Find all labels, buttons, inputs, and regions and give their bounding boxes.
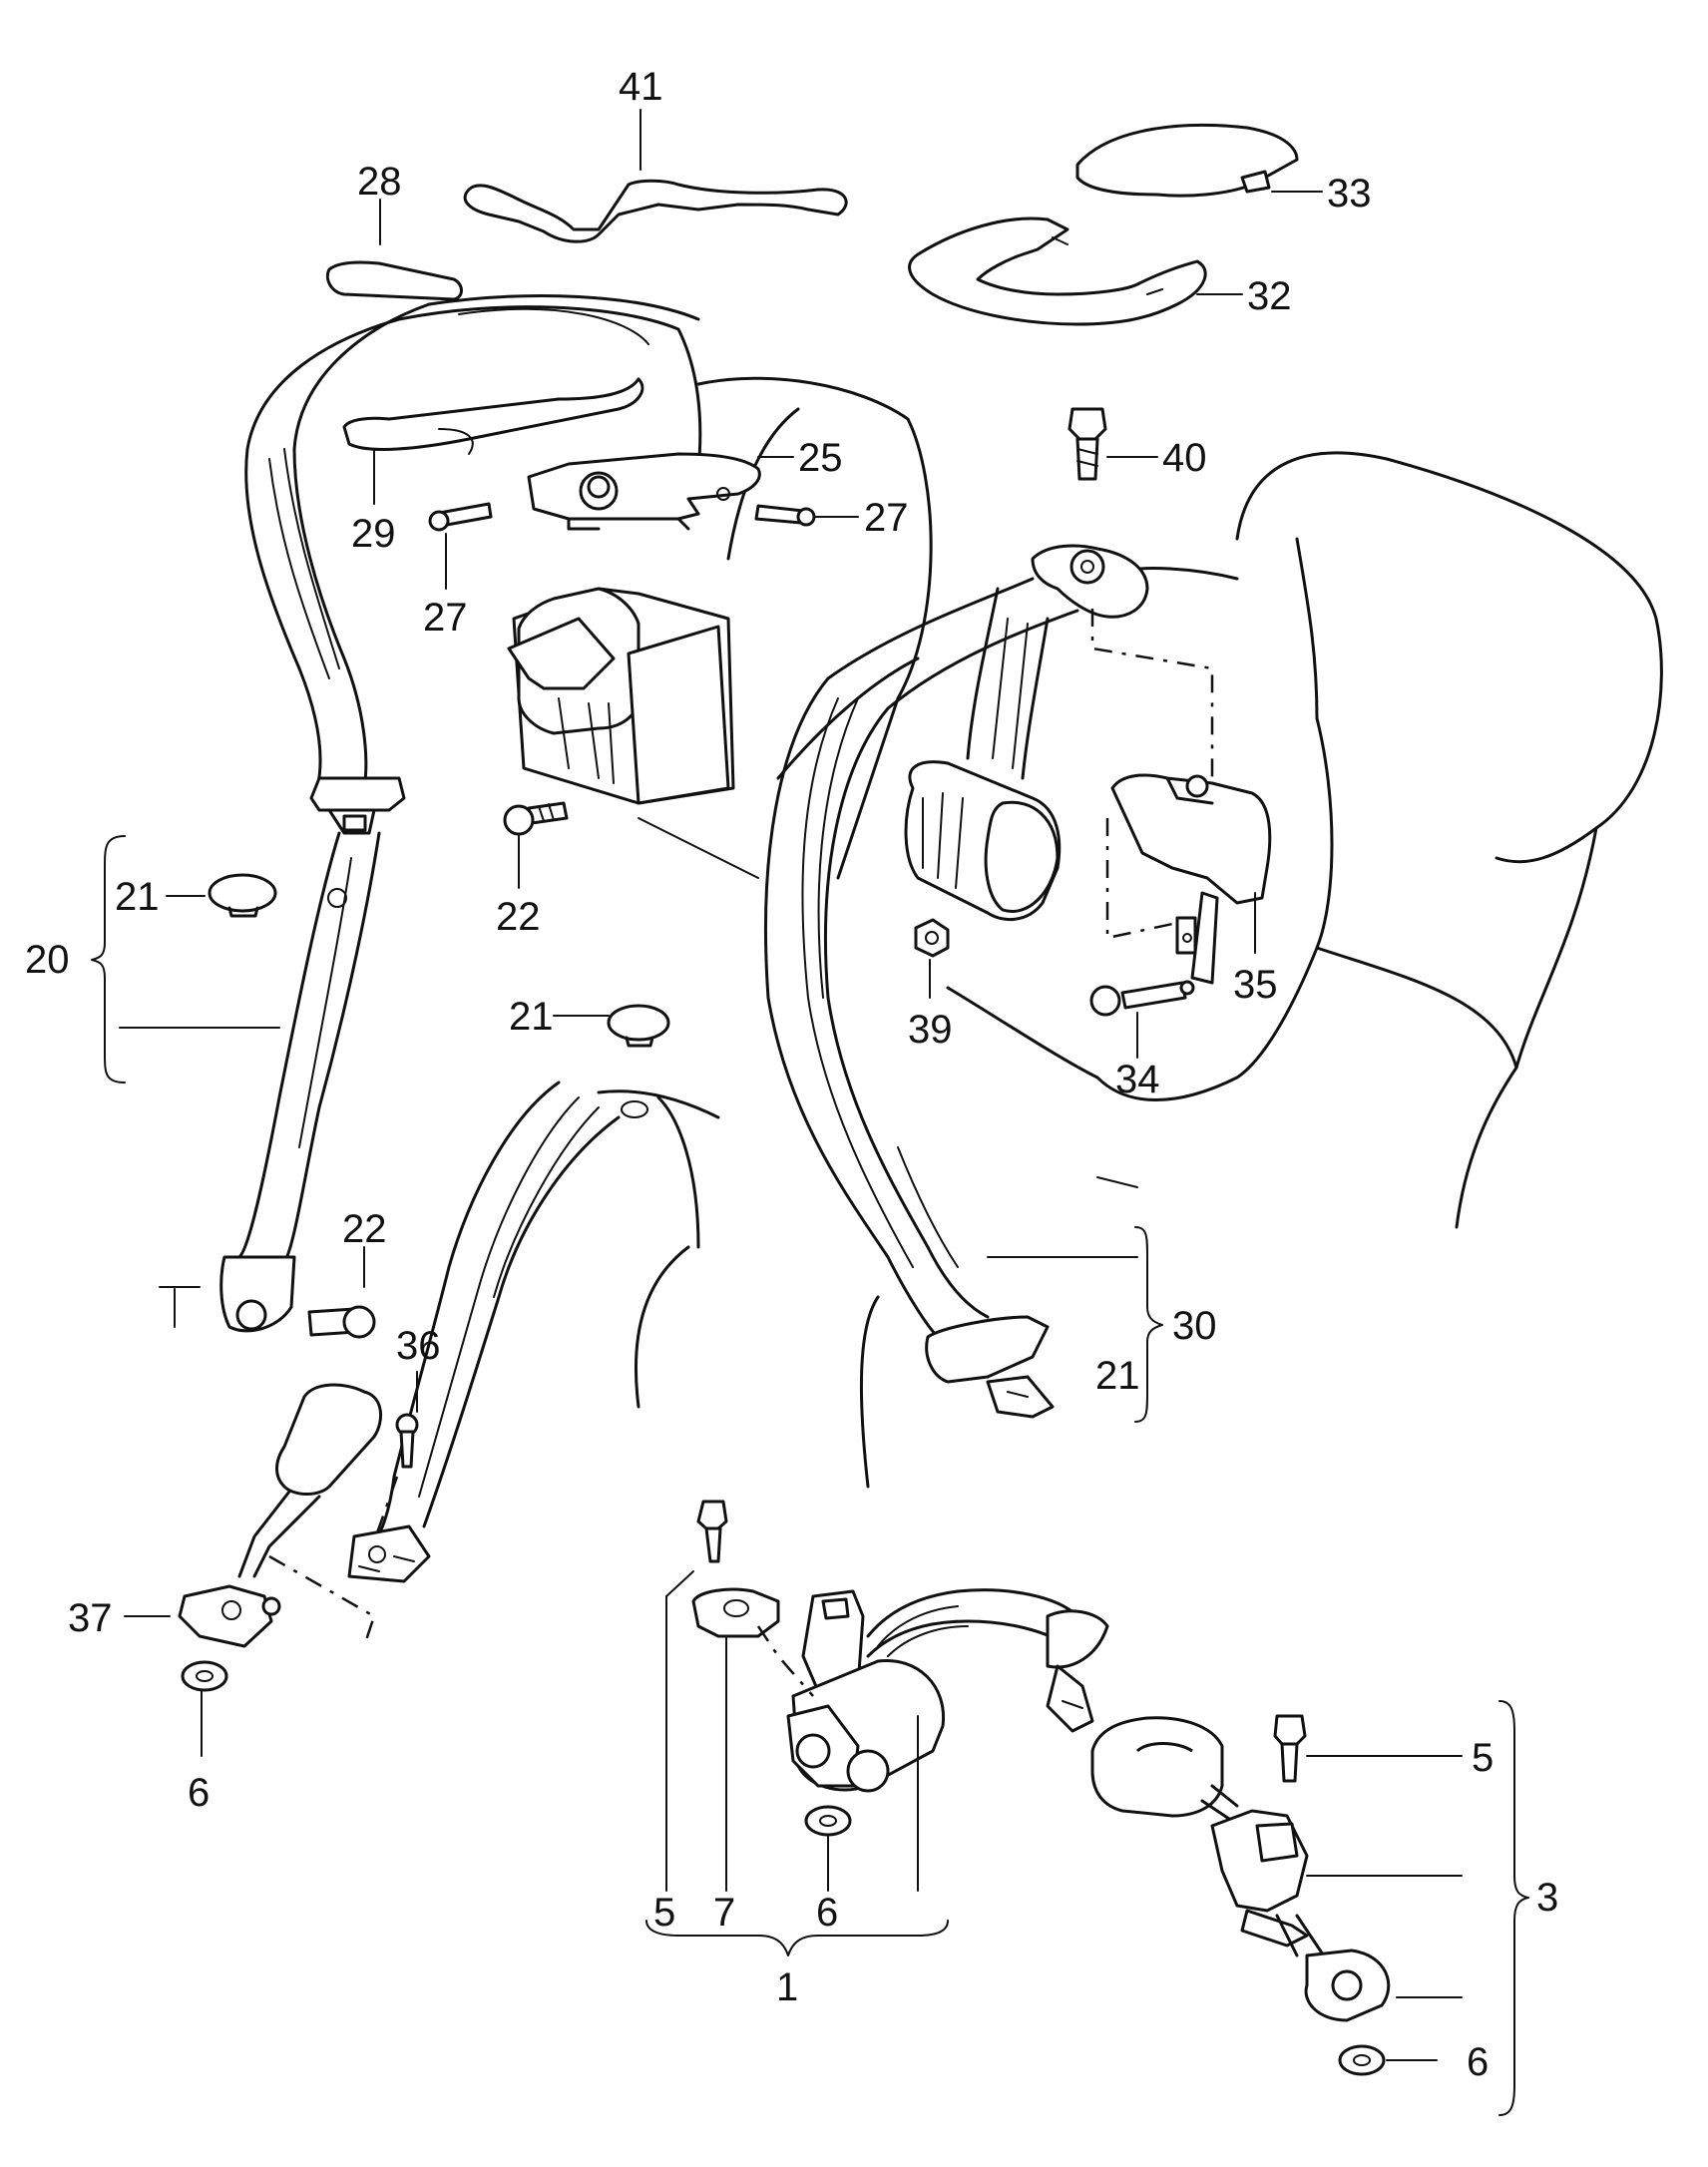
part-3-right-buckle [1090,1714,1391,2076]
part-37-buckle-left [178,1383,383,1692]
part-40-bolt [1068,407,1107,481]
left-rear-belt-webbing [159,294,702,1333]
callout-5-right: 5 [1472,1736,1494,1780]
callout-6-left: 6 [188,1771,210,1815]
guide-line-35 [1090,609,1214,783]
callout-22-lower: 22 [342,1207,387,1251]
rear-seat-backrest-right [635,567,1598,1489]
callout-21-centre: 21 [509,995,554,1039]
callout-37: 37 [68,1596,113,1640]
callout-36: 36 [396,1324,441,1368]
callout-27-left: 27 [423,596,468,640]
part-41-wire-harness [463,179,848,243]
part-28-cover-strip [325,260,463,301]
part-39-nut [914,918,950,958]
brace-3 [1498,1700,1529,2116]
part-22-bolt-upper [503,801,569,836]
headrest-right [1235,451,1663,864]
callout-22-upper: 22 [496,895,541,939]
callout-5-centre: 5 [653,1891,675,1935]
callout-35: 35 [1233,963,1278,1007]
part-34-bolt [1089,980,1195,1017]
callout-labels: 41 28 33 32 25 29 27 27 40 21 22 20 21 3… [25,65,1558,2084]
callout-6-right: 6 [1467,2040,1489,2084]
callout-33: 33 [1327,172,1372,216]
callout-3: 3 [1536,1876,1558,1920]
callout-41: 41 [619,65,663,109]
part-35-height-adjuster [1110,773,1272,985]
part-retractor-right [904,587,1062,922]
right-rear-belt-webbing [764,544,1149,1419]
callout-21-left: 21 [115,875,160,919]
callout-32: 32 [1247,274,1292,318]
callout-30: 30 [1172,1304,1217,1348]
callout-29: 29 [351,512,396,556]
callout-40: 40 [1162,436,1207,480]
part-27-screws [428,502,816,532]
callout-6-centre: 6 [816,1891,838,1935]
guide-line-7 [756,1625,814,1697]
part-29-guide [342,377,644,455]
part-32-trim-ring [908,217,1207,326]
callout-7: 7 [713,1891,735,1935]
callout-28: 28 [357,160,402,204]
brace-20 [91,835,126,1084]
part-33-cap [1075,123,1299,198]
callout-34: 34 [1115,1058,1160,1101]
part-21-cap-left [208,873,347,918]
brace-30-21 [1134,1226,1163,1423]
part-25-upper-anchor [527,452,761,531]
part-22-bolt-lower [307,1305,376,1339]
part-21-cap-centre [607,1004,670,1118]
part-36-screw [395,1413,419,1469]
brace-1 [645,1920,949,1956]
callout-20: 20 [25,938,70,982]
part-1-centre-buckle-assembly [691,1500,1109,1837]
centre-lap-belt-webbing [347,1081,720,1583]
callout-39: 39 [908,1008,953,1052]
callout-27-right: 27 [864,496,909,540]
part-retractor-left [507,587,735,805]
guide-line-37 [268,1554,376,1647]
leader-lines [119,109,1463,2061]
callout-21-right: 21 [1095,1354,1140,1398]
callout-1: 1 [776,1965,798,2009]
callout-25: 25 [798,436,843,480]
guide-line-36 [372,1476,399,1542]
